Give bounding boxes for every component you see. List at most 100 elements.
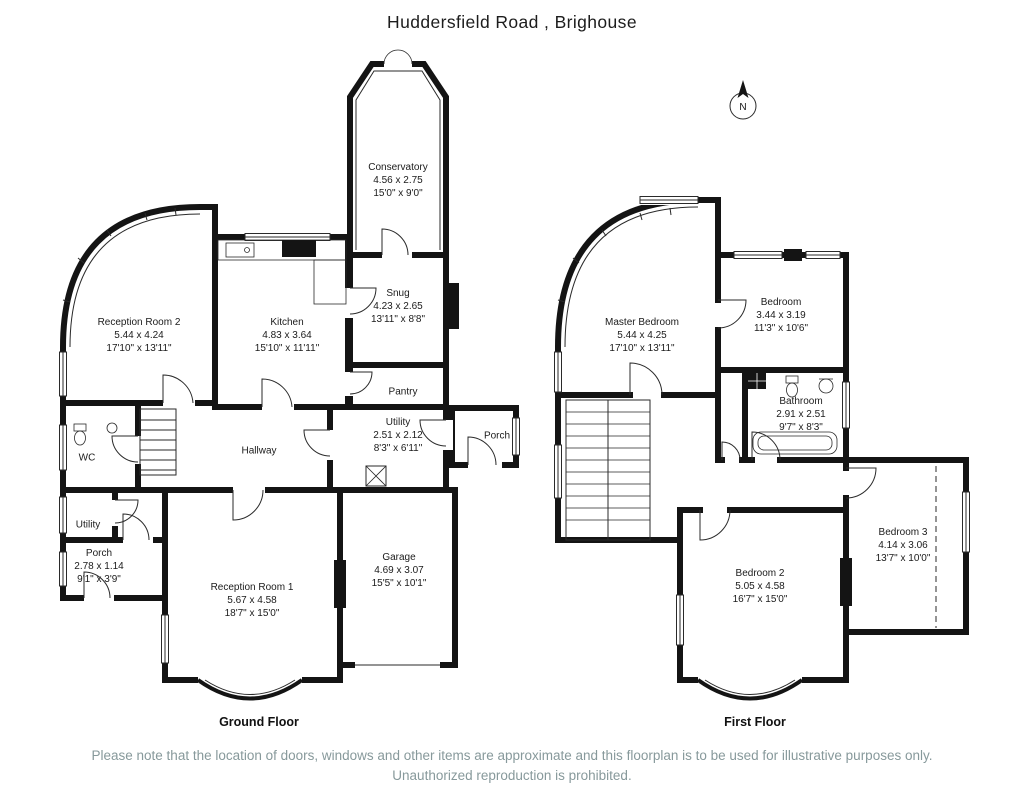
window — [841, 381, 851, 429]
room-dim-metric: 2.78 x 1.14 — [74, 561, 124, 573]
room-name: Utility — [75, 519, 101, 531]
toilet-icon — [73, 423, 87, 446]
room-dim-metric: 4.69 x 3.07 — [374, 565, 424, 577]
sink-icon — [106, 422, 118, 434]
room-name: Porch — [85, 548, 113, 560]
ground-floor-windows — [58, 49, 521, 701]
room-label-porch-right: Porch — [484, 429, 510, 442]
room-dim-metric: 5.44 x 4.25 — [617, 330, 667, 342]
room-name: Porch — [483, 430, 511, 442]
window — [58, 351, 68, 397]
page-title: Huddersfield Road , Brighouse — [387, 12, 637, 32]
door — [419, 419, 453, 450]
room-label-bedroom: Bedroom 3.44 x 3.19 11'3" x 10'6" — [754, 296, 808, 336]
first-floor-caption: First Floor — [724, 715, 786, 729]
room-dim-imperial: 11'3" x 10'6" — [753, 323, 809, 335]
compass-north-label: N — [739, 102, 746, 113]
room-name: Bathroom — [779, 396, 823, 408]
window — [58, 496, 68, 534]
door — [467, 436, 502, 470]
room-outline-conservatory — [347, 61, 449, 258]
room-label-conservatory: Conservatory 4.56 x 2.75 15'0" x 9'0" — [368, 161, 427, 201]
room-dim-metric: 5.05 x 4.58 — [735, 581, 785, 593]
room-name: Reception Room 1 — [210, 582, 294, 594]
appliance-icon — [365, 465, 387, 487]
first-floor-walls — [555, 197, 969, 683]
room-name: Reception Room 2 — [97, 317, 181, 329]
room-dim-metric: 4.23 x 2.65 — [373, 301, 423, 313]
window — [805, 250, 841, 260]
chimney-bedroom-top — [784, 249, 802, 261]
door — [261, 378, 294, 412]
room-label-wc: WC — [79, 451, 96, 464]
room-dim-metric: 5.67 x 4.58 — [227, 595, 277, 607]
window — [58, 424, 68, 471]
door — [345, 371, 373, 396]
window — [553, 444, 563, 499]
chimney-bedroom2 — [840, 558, 852, 606]
room-label-pantry: Pantry — [389, 385, 418, 398]
bathtub-icon — [752, 431, 838, 455]
room-dim-imperial: 15'5" x 10'1" — [371, 578, 427, 590]
room-name: Utility — [385, 417, 411, 429]
room-label-reception1: Reception Room 1 5.67 x 4.58 18'7" x 15'… — [211, 581, 294, 621]
door — [721, 441, 741, 461]
ground-floor-caption: Ground Floor — [219, 715, 299, 729]
room-dim-imperial: 8'3" x 6'11" — [373, 443, 423, 455]
room-dim-imperial: 9'7" x 8'3" — [779, 422, 823, 434]
room-dim-imperial: 9'1" x 3'9" — [77, 574, 121, 586]
door — [303, 429, 335, 460]
room-outline-reception2 — [60, 204, 218, 406]
room-label-porch-left: Porch 2.78 x 1.14 9'1" x 3'9" — [74, 547, 123, 587]
door — [110, 499, 139, 526]
room-name: Master Bedroom — [605, 317, 679, 329]
disclaimer-text: Please note that the location of doors, … — [91, 748, 933, 783]
chimney-reception1 — [334, 560, 346, 608]
door — [83, 571, 114, 603]
room-name: WC — [78, 452, 96, 464]
window — [675, 594, 685, 646]
room-outline-utility-left — [60, 487, 118, 543]
window — [58, 551, 68, 587]
stairs-icon — [139, 408, 177, 476]
room-name: Garage — [382, 552, 416, 564]
room-label-kitchen: Kitchen 4.83 x 3.64 15'10" x 11'11" — [255, 316, 319, 356]
sink-icon — [818, 378, 834, 394]
room-label-utility-right: Utility 2.51 x 2.12 8'3" x 6'11" — [373, 416, 422, 456]
first-floor-outline — [555, 197, 969, 683]
door — [629, 362, 663, 396]
room-name: Bedroom — [760, 297, 802, 309]
room-dim-metric: 4.56 x 2.75 — [373, 175, 423, 187]
room-dim-metric: 2.51 x 2.12 — [373, 430, 423, 442]
room-dim-imperial: 17'10" x 13'11" — [609, 343, 675, 355]
room-label-bedroom3: Bedroom 3 4.14 x 3.06 13'7" x 10'0" — [876, 526, 931, 566]
ground-floor-doors — [83, 228, 502, 603]
conservatory-glazing — [355, 49, 441, 250]
room-name: Bedroom 3 — [878, 527, 928, 539]
room-dim-imperial: 15'10" x 11'11" — [254, 343, 320, 355]
room-dim-imperial: 18'7" x 15'0" — [224, 608, 280, 620]
room-label-bedroom2: Bedroom 2 5.05 x 4.58 16'7" x 15'0" — [733, 567, 788, 607]
door — [381, 228, 412, 260]
first-floor-fixtures — [565, 373, 838, 541]
door — [699, 509, 731, 541]
door — [345, 287, 377, 318]
door — [232, 485, 265, 521]
compass: N — [729, 80, 757, 120]
room-label-bathroom: Bathroom 2.91 x 2.51 9'7" x 8'3" — [776, 395, 825, 435]
window — [733, 250, 783, 260]
chimney-snug — [443, 283, 459, 329]
wall-bedroom2-top — [677, 507, 849, 543]
room-label-reception2: Reception Room 2 5.44 x 4.24 17'10" x 13… — [98, 316, 181, 356]
bay-window-bedroom2 — [696, 674, 804, 701]
room-dim-imperial: 17'10" x 13'11" — [106, 343, 172, 355]
room-label-garage: Garage 4.69 x 3.07 15'5" x 10'1" — [372, 551, 427, 591]
first-floor-windows — [553, 195, 971, 701]
room-dim-imperial: 13'7" x 10'0" — [875, 553, 931, 565]
window — [639, 195, 699, 205]
cupboard-icon — [748, 373, 766, 389]
room-dim-imperial: 13'11" x 8'8" — [370, 314, 426, 326]
room-dim-metric: 4.83 x 3.64 — [262, 330, 312, 342]
wall-closet — [715, 367, 748, 463]
